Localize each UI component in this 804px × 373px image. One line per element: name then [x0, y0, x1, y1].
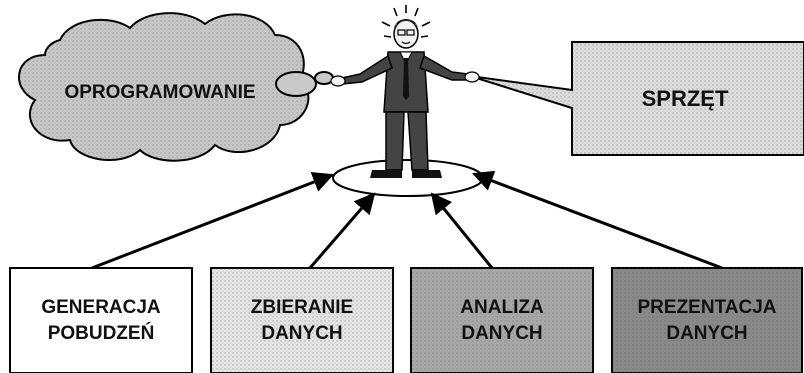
- software-cloud: OPROGRAMOWANIE: [18, 12, 334, 162]
- callout-label: SPRZĘT: [642, 86, 729, 111]
- arrow-2: [308, 192, 376, 269]
- arrow-4: [472, 170, 723, 270]
- box-3-line1: ANALIZA: [460, 296, 544, 318]
- box-2-line1: ZBIERANIE: [250, 296, 354, 318]
- hardware-callout: SPRZĘT: [469, 41, 804, 156]
- box-3: [410, 267, 594, 373]
- box-1-line2: POBUDZEŃ: [47, 322, 155, 344]
- box-1: [9, 267, 193, 373]
- box-4-label: PREZENTACJA DANYCH: [612, 268, 802, 373]
- box-1-label: GENERACJA POBUDZEŃ: [10, 268, 192, 373]
- box-4: [611, 267, 803, 373]
- box-3-label: ANALIZA DANYCH: [411, 268, 593, 373]
- box-4-line2: DANYCH: [666, 322, 748, 344]
- arrow-1: [91, 172, 334, 270]
- box-2-label: ZBIERANIE DANYCH: [211, 268, 393, 373]
- arrow-3: [430, 192, 494, 269]
- arrows: [91, 170, 723, 270]
- platform-ellipse: [332, 159, 484, 197]
- box-3-line2: DANYCH: [461, 322, 543, 344]
- box-1-line1: GENERACJA: [41, 296, 161, 318]
- box-4-line1: PREZENTACJA: [637, 296, 777, 318]
- thought-bubble-small: [314, 71, 334, 85]
- box-2-line2: DANYCH: [261, 322, 343, 344]
- person-figure: [330, 5, 480, 178]
- box-2: [210, 267, 394, 373]
- cloud-label: OPROGRAMOWANIE: [64, 82, 255, 103]
- thought-bubble-large: [275, 71, 317, 97]
